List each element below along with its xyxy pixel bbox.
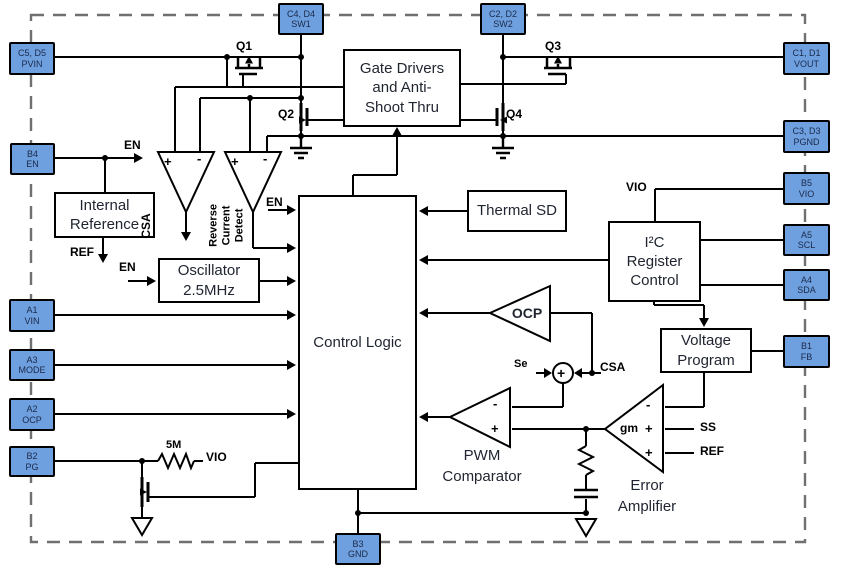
q1-pmos-icon <box>235 56 263 76</box>
en-label: EN <box>124 138 141 152</box>
wires <box>55 35 783 533</box>
error-amplifier-triangle <box>603 382 664 474</box>
vio-pg-label: VIO <box>206 450 227 464</box>
junction-dots <box>102 54 595 516</box>
pullup-value-label: 5M <box>166 439 182 451</box>
se-label: Se <box>514 358 528 370</box>
q4-label: Q4 <box>506 107 523 121</box>
en-control-logic-label: EN <box>266 195 283 209</box>
en-oscillator-label: EN <box>119 260 136 274</box>
ea-minus-sign: - <box>646 397 651 412</box>
ground-icon <box>290 136 312 160</box>
summing-node <box>552 362 574 384</box>
q3-pmos-icon <box>544 56 572 76</box>
ea-plus-sign-ref: + <box>645 445 653 460</box>
q4-nmos-icon <box>495 103 507 131</box>
ground-triangle-icon <box>130 517 154 537</box>
rcd-plus-sign: + <box>231 154 239 169</box>
ref-label: REF <box>70 245 94 259</box>
q1-label: Q1 <box>236 39 253 53</box>
csa-plus-sign: + <box>164 154 172 169</box>
csa-triangle <box>156 151 216 215</box>
arrowheads <box>98 127 709 422</box>
ea-plus-sign-ss: + <box>645 421 653 436</box>
reverse-current-detect-triangle <box>223 151 283 215</box>
pwm-comparator-triangle <box>447 386 511 449</box>
gate-drivers-block: Gate Drivers and Anti- Shoot Thru <box>343 49 461 127</box>
error-amplifier-label: Error Amplifier <box>617 477 677 515</box>
pwm-comparator-label: PWM Comparator <box>442 447 522 485</box>
control-logic-block: Control Logic <box>298 195 417 490</box>
compensation-capacitor <box>574 488 598 499</box>
q2-label: Q2 <box>278 107 295 121</box>
thermal-sd-block: Thermal SD <box>467 190 567 232</box>
pullup-resistor <box>157 451 195 471</box>
pg-nmos-icon <box>140 477 150 507</box>
ground-triangle-icon <box>574 518 598 538</box>
summing-plus-sign: + <box>557 365 566 381</box>
compensation-resistor <box>576 445 596 476</box>
voltage-program-block: Voltage Program <box>660 328 752 373</box>
ocp-comparator-triangle <box>487 284 551 343</box>
i2c-register-control-block: I²C Register Control <box>608 221 701 302</box>
pwm-plus-sign: + <box>491 421 499 436</box>
csa-net-label: CSA <box>600 360 626 374</box>
csa-amp-label: CSA <box>139 213 153 239</box>
oscillator-block: Oscillator 2.5MHz <box>158 258 260 303</box>
vio-i2c-label: VIO <box>626 180 647 194</box>
rcd-minus-sign: - <box>263 151 268 166</box>
pwm-minus-sign: - <box>493 396 498 411</box>
csa-minus-sign: - <box>197 151 202 166</box>
ref-error-amp-label: REF <box>700 444 724 458</box>
ocp-comparator-label: OCP <box>511 305 543 321</box>
reverse-current-detect-label: Reverse Current Detect <box>207 204 246 247</box>
q3-label: Q3 <box>545 39 562 53</box>
gm-label: gm <box>620 421 638 435</box>
ss-label: SS <box>700 420 717 434</box>
q2-nmos-icon <box>299 103 309 131</box>
internal-reference-block: Internal Reference <box>54 192 155 238</box>
ground-icon <box>492 136 514 160</box>
